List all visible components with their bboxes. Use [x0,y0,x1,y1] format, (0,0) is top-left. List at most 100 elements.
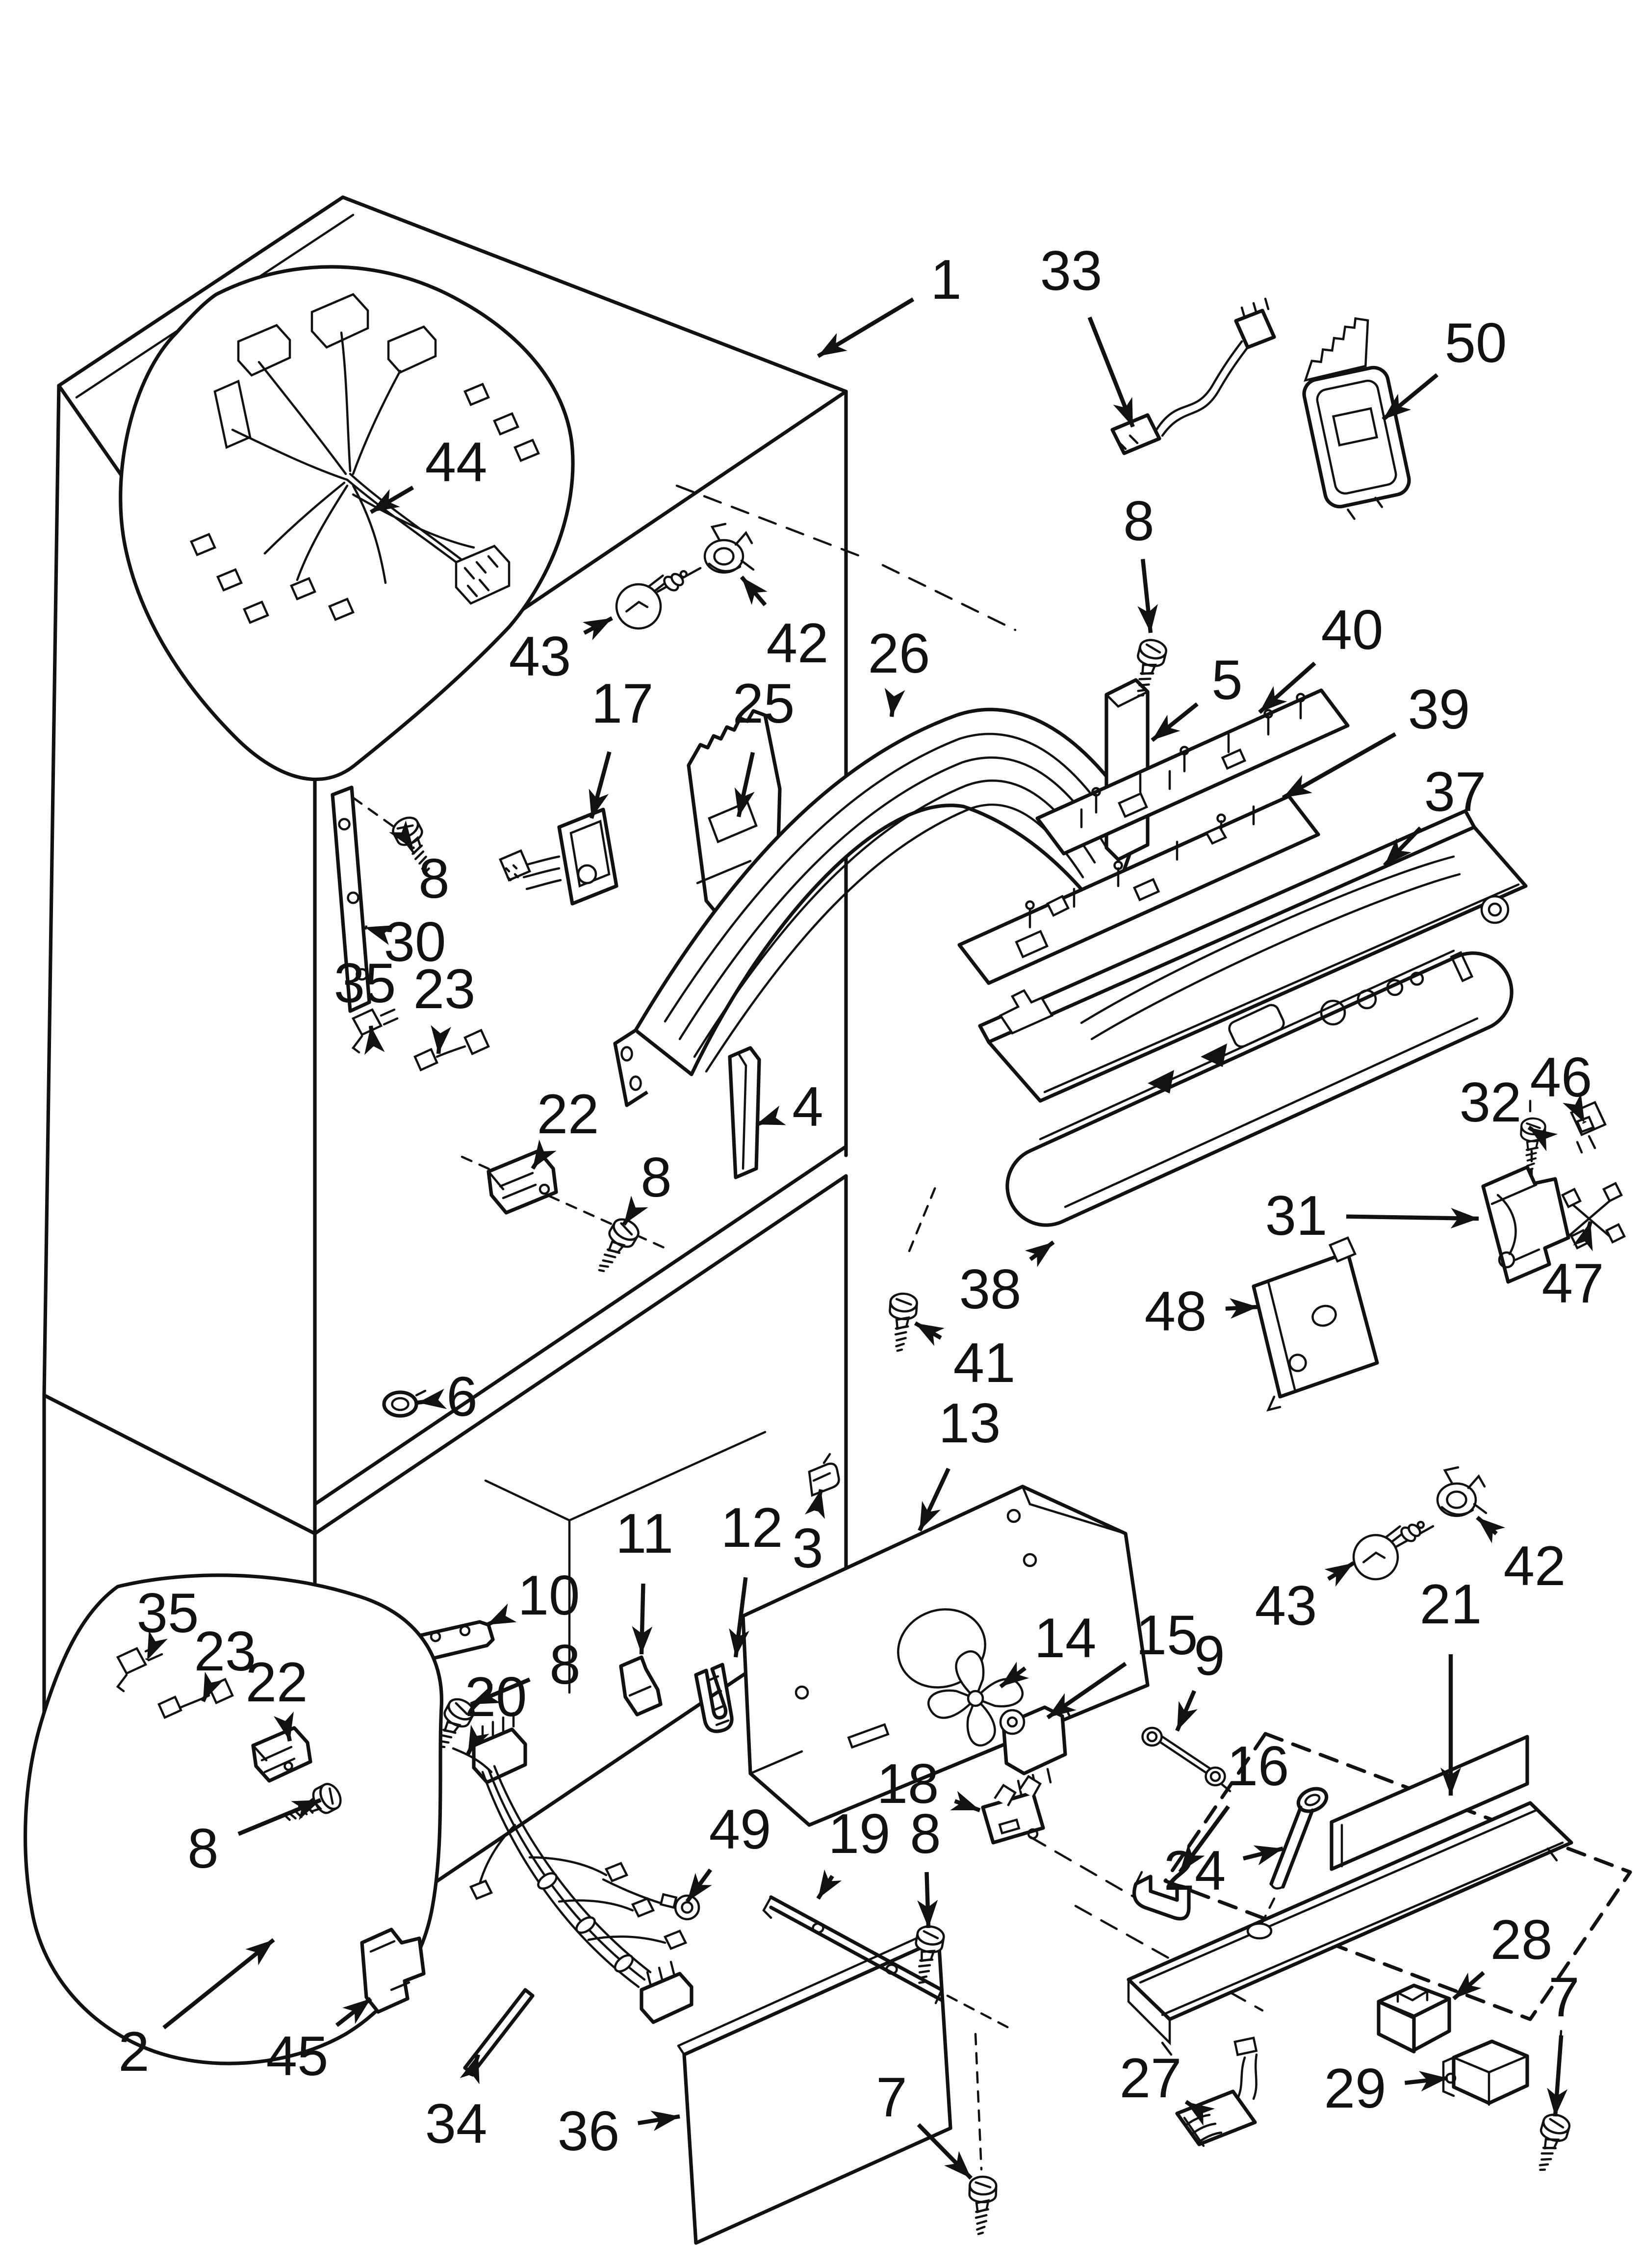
callout-30: 30 [364,911,446,973]
callout-number: 3 [792,1517,823,1580]
callout-number: 48 [1145,1280,1207,1343]
callout-35: 35 [334,952,396,1055]
leader-arrow-icon [431,1025,452,1054]
callout-number: 37 [1424,761,1487,823]
callout-number: 16 [1227,1735,1289,1798]
callout-13: 13 [918,1392,1001,1532]
callout-23: 23 [413,958,475,1054]
leader-arrow-icon [622,1196,648,1226]
callout-46: 46 [1530,1046,1592,1124]
callout-48: 48 [1145,1280,1258,1343]
callout-number: 8 [549,1634,580,1696]
part-31-dispenser-lever [1481,1099,1570,1284]
callout-number: 34 [425,2093,487,2155]
part-15-fan-motor [999,1705,1071,1796]
leader-arrow-icon [817,297,915,358]
callout-number: 26 [868,623,930,685]
leader-arrow-icon [1346,1208,1479,1229]
callout-41: 41 [914,1321,1015,1394]
callout-44: 44 [369,431,487,514]
callout-number: 22 [537,1083,599,1146]
leader-arrow-icon [1258,661,1316,714]
callout-10: 10 [486,1564,580,1627]
callout-32: 32 [1460,1071,1558,1151]
callout-22: 22 [246,1651,308,1742]
callout-4: 4 [755,1076,823,1138]
leader-arrow-icon [1184,2100,1215,2126]
callout-23: 23 [194,1620,256,1702]
callout-number: 28 [1490,1909,1553,1971]
callout-50: 50 [1382,312,1507,421]
part-17-light-switch [499,808,618,906]
callout-number: 6 [446,1366,477,1428]
leader-arrow-icon [1563,1093,1587,1124]
callout-9: 9 [1175,1625,1225,1732]
callout-24: 24 [1164,1840,1284,1902]
callout-7: 7 [1547,1966,1580,2117]
part-27-defrost-heater [1175,2036,1258,2147]
leader-arrow-icon [1476,1515,1506,1543]
callout-number: 24 [1164,1840,1226,1902]
freezer-lamp-group [1352,1467,1486,1582]
callout-8: 8 [1123,490,1158,633]
leader-arrow-icon [1087,316,1135,428]
leader-arrow-icon [417,1388,447,1409]
callout-22: 22 [531,1083,599,1170]
callout-number: 31 [1265,1185,1328,1247]
callout-43: 43 [1255,1561,1355,1637]
callout-42: 42 [740,575,829,675]
callout-number: 8 [187,1818,218,1880]
callout-number: 39 [1408,678,1470,741]
callout-8: 8 [470,1634,581,1706]
leader-arrow-icon [1242,1845,1284,1866]
leader-arrow-icon [734,752,755,817]
callout-number: 7 [876,2066,907,2129]
callout-47: 47 [1542,1221,1604,1315]
leader-arrow-icon [914,1321,945,1346]
part-30-trim-strip [331,785,396,1013]
leader-arrow-icon [918,1467,950,1532]
leader-arrow-icon [805,1489,825,1519]
leader-arrow-icon [1151,702,1199,742]
callout-11: 11 [616,1503,673,1655]
callout-number: 21 [1420,1573,1482,1636]
callout-number: 32 [1460,1071,1522,1134]
part-48-bracket-plate [1252,1236,1379,1412]
part-4-trim-piece [728,1046,761,1179]
callout-8: 8 [910,1803,941,1929]
leader-arrow-icon [460,2054,481,2085]
callout-number: 13 [939,1392,1001,1455]
leader-arrow-icon [1025,1240,1055,1267]
part-34-trim-strip [463,1988,535,2076]
callout-33: 33 [1040,240,1135,428]
part-35a-clip [351,1008,399,1054]
callout-8: 8 [187,1798,322,1880]
callout-number: 20 [465,1666,527,1728]
callout-number: 30 [384,911,446,973]
part-11-support-block [619,1655,663,1717]
callout-number: 15 [1136,1604,1198,1667]
leader-arrow-icon [531,1139,557,1170]
callout-7: 7 [876,2066,973,2180]
leader-arrow-icon [1547,2035,1568,2117]
leader-arrow-icon [582,616,613,641]
leader-arrow-icon [1404,2071,1448,2092]
callout-25: 25 [733,673,795,817]
leader-arrow-icon [638,2111,680,2131]
leader-arrow-icon [729,1577,749,1658]
callout-number: 9 [1194,1625,1225,1687]
callout-5: 5 [1151,649,1243,742]
callout-number: 47 [1542,1252,1604,1315]
callout-number: 1 [930,249,961,311]
callout-45: 45 [266,1997,372,2087]
callout-number: 33 [1040,240,1103,302]
callout-8: 8 [622,1147,672,1226]
callout-number: 7 [1548,1966,1579,2029]
callout-42: 42 [1476,1515,1565,1597]
callout-number: 8 [1123,490,1154,552]
callout-8: 8 [389,820,450,910]
part-38-console-overlay [1005,949,1514,1227]
callout-number: 42 [767,612,829,675]
